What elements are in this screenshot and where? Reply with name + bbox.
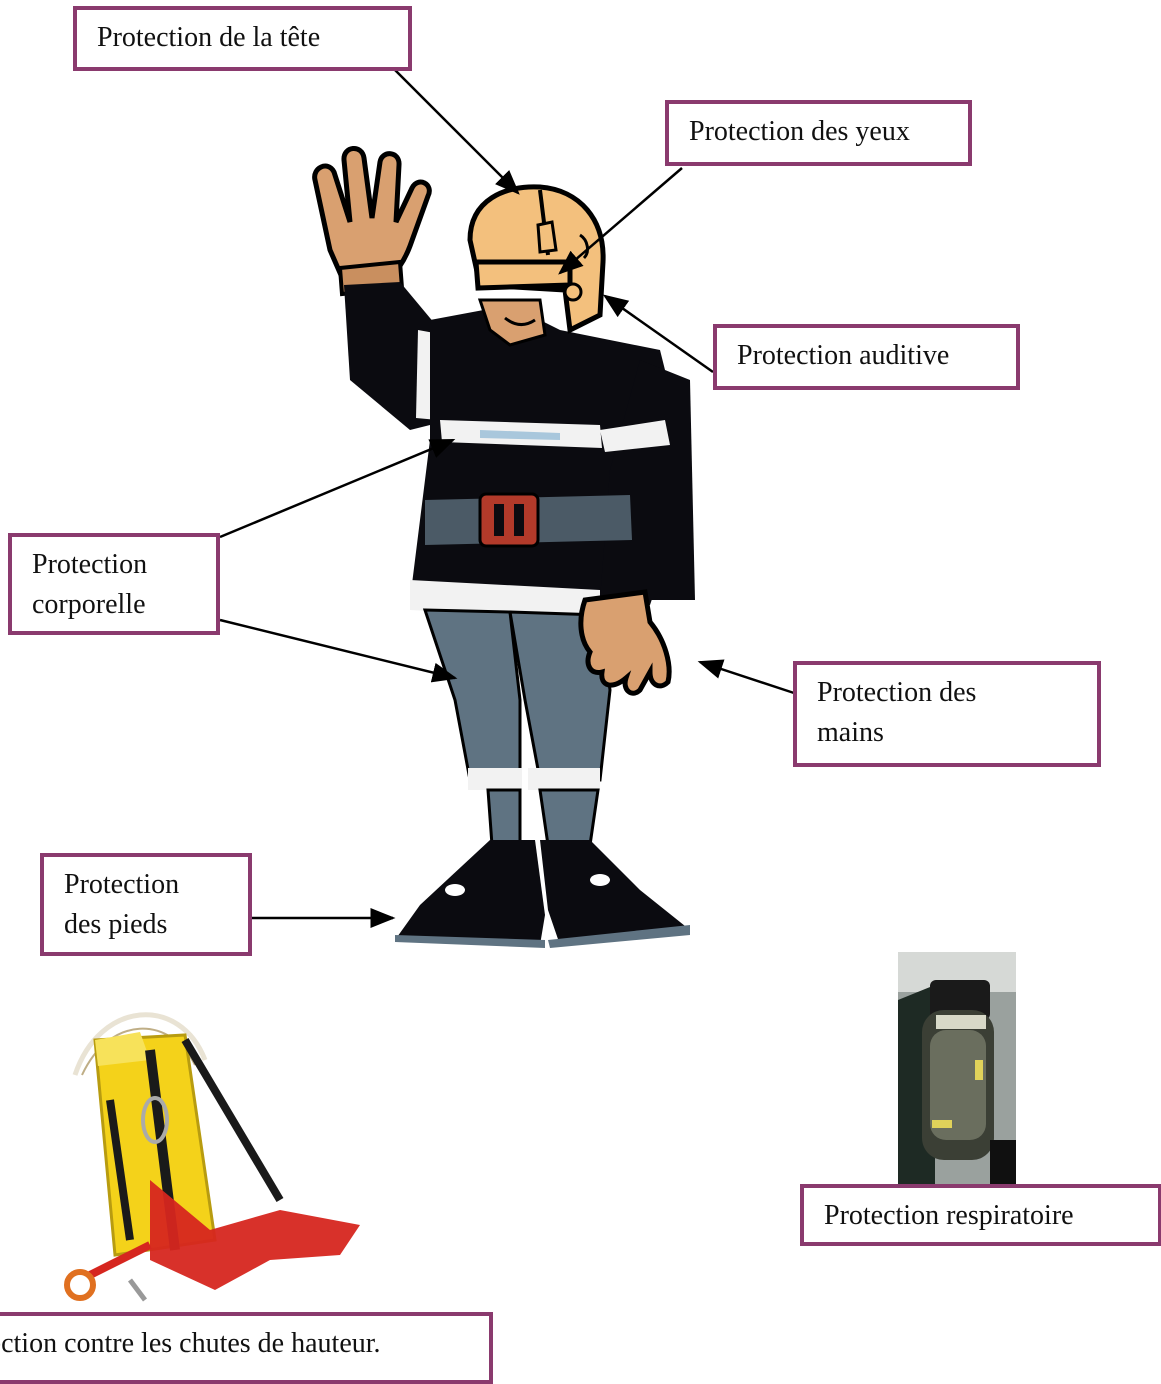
label-hearing: Protection auditive bbox=[713, 324, 1020, 390]
label-hands-line1: Protection des bbox=[817, 673, 1077, 713]
label-falls: Protection contre les chutes de hauteur. bbox=[0, 1312, 493, 1384]
arrow-hands bbox=[700, 662, 794, 693]
label-feet-line1: Protection bbox=[64, 865, 228, 905]
belt-buckle-icon bbox=[480, 494, 538, 546]
label-respiratory-text: Protection respiratoire bbox=[824, 1200, 1074, 1231]
label-eyes-text: Protection des yeux bbox=[689, 116, 910, 147]
label-body-line2: corporelle bbox=[32, 585, 196, 625]
breathing-apparatus-cylinder bbox=[898, 952, 1016, 1184]
label-head-text: Protection de la tête bbox=[97, 22, 320, 53]
label-eyes: Protection des yeux bbox=[665, 100, 972, 166]
label-feet: Protection des pieds bbox=[40, 853, 252, 956]
boots-icon bbox=[395, 840, 690, 948]
label-head: Protection de la tête bbox=[73, 6, 412, 71]
label-hearing-text: Protection auditive bbox=[737, 340, 949, 371]
label-hands-line2: mains bbox=[817, 713, 1077, 753]
ear-defender-icon bbox=[565, 284, 581, 300]
arrow-body-upper bbox=[220, 440, 453, 537]
label-body-line1: Protection bbox=[32, 545, 196, 585]
raised-glove-icon bbox=[315, 148, 430, 294]
firefighter-illustration bbox=[315, 148, 695, 948]
label-falls-text: Protection contre les chutes de hauteur. bbox=[0, 1324, 469, 1364]
visor-icon bbox=[476, 262, 570, 288]
label-feet-line2: des pieds bbox=[64, 905, 228, 945]
arrow-body-lower bbox=[220, 620, 455, 678]
arrow-head bbox=[395, 70, 518, 193]
label-hands: Protection des mains bbox=[793, 661, 1101, 767]
label-respiratory: Protection respiratoire bbox=[800, 1184, 1161, 1246]
fall-arrest-harness-bag bbox=[67, 1015, 360, 1300]
label-body: Protection corporelle bbox=[8, 533, 220, 635]
